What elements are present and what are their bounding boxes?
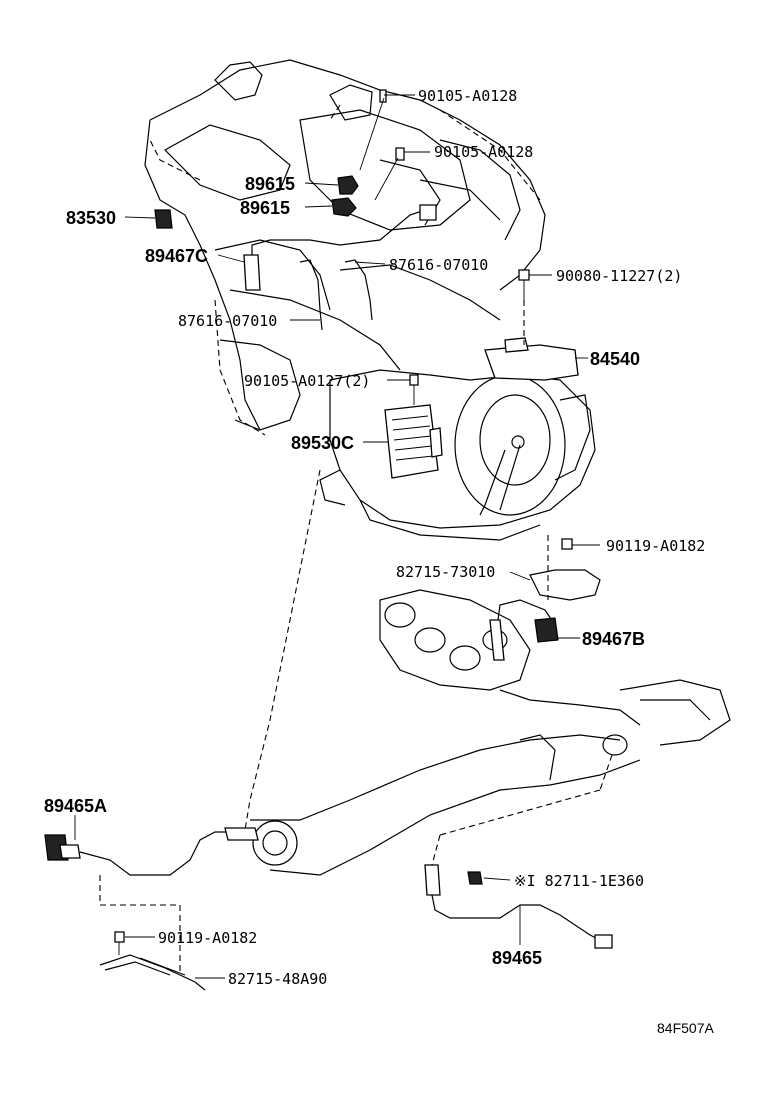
part-label-90119-a0182-left[interactable]: 90119-A0182 [158, 929, 258, 947]
part-label-90080-11227[interactable]: 90080-11227(2) [556, 267, 683, 285]
part-label-89615-bottom[interactable]: 89615 [240, 198, 291, 218]
part-label-90119-a0182-right[interactable]: 90119-A0182 [606, 537, 706, 555]
part-label-89465a[interactable]: 89465A [44, 796, 108, 816]
part-label-82711-1e360[interactable]: ※I 82711-1E360 [514, 872, 644, 890]
part-label-89530c[interactable]: 89530C [291, 433, 355, 453]
exhaust-manifold-drawing [250, 589, 731, 876]
sensors-drawing [44, 175, 613, 991]
part-label-90105-a0127[interactable]: 90105-A0127(2) [244, 372, 371, 390]
bolts-drawing [114, 89, 573, 955]
part-label-89467b[interactable]: 89467B [582, 629, 646, 649]
engine-block-drawing [144, 59, 596, 831]
part-label-82715-48a90[interactable]: 82715-48A90 [228, 970, 328, 988]
part-label-89615-top[interactable]: 89615 [245, 174, 296, 194]
part-label-82715-73010[interactable]: 82715-73010 [396, 563, 496, 581]
diagram-code: 84F507A [657, 1020, 714, 1036]
part-label-90105-a0128-mid[interactable]: 90105-A0128 [434, 143, 534, 161]
part-label-83530[interactable]: 83530 [66, 208, 117, 228]
part-label-89465[interactable]: 89465 [492, 948, 543, 968]
part-label-90105-a0128-top[interactable]: 90105-A0128 [418, 87, 518, 105]
part-label-84540[interactable]: 84540 [590, 349, 641, 369]
leader-lines [74, 94, 613, 979]
part-label-87616-07010-right[interactable]: 87616-07010 [389, 256, 489, 274]
part-label-87616-07010-left[interactable]: 87616-07010 [178, 312, 278, 330]
part-label-89467c[interactable]: 89467C [145, 246, 209, 266]
